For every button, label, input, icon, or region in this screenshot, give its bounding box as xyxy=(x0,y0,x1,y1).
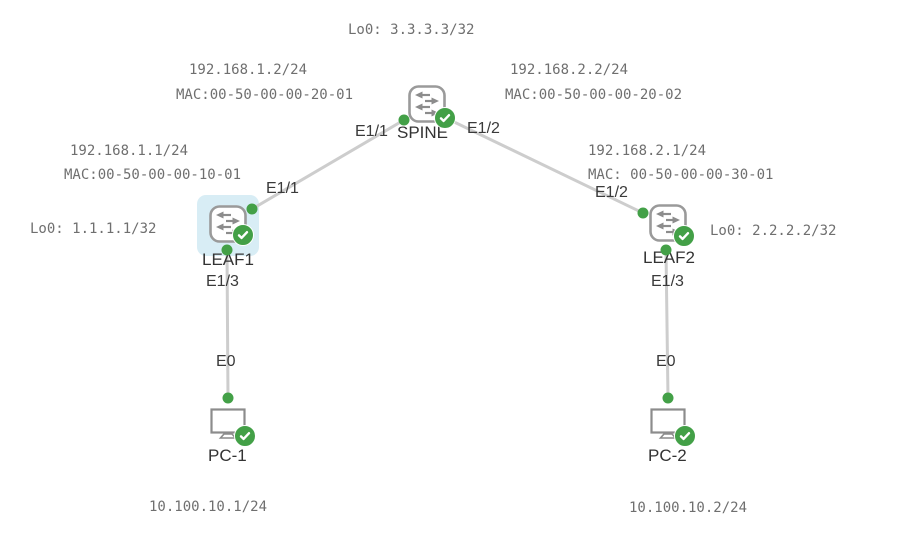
annotation-spine-left-ip: 192.168.1.2/24 xyxy=(189,62,308,78)
interface-label-spine-e1-1: E1/1 xyxy=(355,123,388,140)
node-leaf2[interactable] xyxy=(649,204,687,247)
leaf1-status-running-icon xyxy=(232,224,254,246)
annotation-leaf2-mac: MAC: 00-50-00-00-30-01 xyxy=(588,167,774,183)
leaf2-status-running-icon xyxy=(673,225,695,247)
interface-label-leaf2-e1-3: E1/3 xyxy=(651,273,684,290)
endpoint-dot-leaf1-e1-1 xyxy=(246,203,258,215)
spine-status-running-icon xyxy=(434,107,456,129)
switch-icon xyxy=(649,204,687,242)
annotation-pc1-ip: 10.100.10.1/24 xyxy=(149,499,268,515)
annotation-spine-right-mac: MAC:00-50-00-00-20-02 xyxy=(505,87,683,103)
pc2-status-running-icon xyxy=(674,425,696,447)
node-label-leaf2: LEAF2 xyxy=(643,248,695,267)
interface-label-leaf1-e1-3: E1/3 xyxy=(206,273,239,290)
link-spine-leaf1[interactable] xyxy=(250,118,406,211)
annotation-pc2-ip: 10.100.10.2/24 xyxy=(629,500,748,516)
endpoint-dot-leaf1-e1-3 xyxy=(221,244,233,256)
node-label-leaf1: LEAF1 xyxy=(202,250,254,269)
interface-label-leaf1-e1-1: E1/1 xyxy=(266,180,299,197)
link-leaf2-pc2[interactable] xyxy=(664,248,670,400)
annotation-spine-left-mac: MAC:00-50-00-00-20-01 xyxy=(176,87,354,103)
interface-label-spine-e1-2: E1/2 xyxy=(467,120,500,137)
endpoint-dot-leaf2-e1-3 xyxy=(660,244,672,256)
annotation-leaf1-mac: MAC:00-50-00-00-10-01 xyxy=(64,167,242,183)
annotation-spine-loopback: Lo0: 3.3.3.3/32 xyxy=(348,22,475,38)
annotation-leaf1-ip: 192.168.1.1/24 xyxy=(70,143,189,159)
annotation-leaf1-loopback: Lo0: 1.1.1.1/32 xyxy=(30,221,157,237)
annotation-spine-right-ip: 192.168.2.2/24 xyxy=(510,62,629,78)
interface-label-leaf2-e1-2: E1/2 xyxy=(595,184,628,201)
link-spine-leaf2[interactable] xyxy=(448,118,645,215)
endpoint-dot-pc2-e0 xyxy=(662,392,674,404)
endpoint-dot-spine-e1-1 xyxy=(398,114,410,126)
node-label-pc1: PC-1 xyxy=(208,446,247,465)
node-label-pc2: PC-2 xyxy=(648,446,687,465)
annotation-leaf2-ip: 192.168.2.1/24 xyxy=(588,143,707,159)
endpoint-dot-pc1-e0 xyxy=(222,392,234,404)
endpoint-dot-leaf2-e1-2 xyxy=(637,207,649,219)
pc1-status-running-icon xyxy=(234,425,256,447)
node-label-spine: SPINE xyxy=(397,123,449,142)
annotation-leaf2-loopback: Lo0: 2.2.2.2/32 xyxy=(710,223,837,239)
interface-label-pc1-e0: E0 xyxy=(216,353,236,370)
link-leaf1-pc1[interactable] xyxy=(225,248,230,400)
interface-label-pc2-e0: E0 xyxy=(656,353,676,370)
